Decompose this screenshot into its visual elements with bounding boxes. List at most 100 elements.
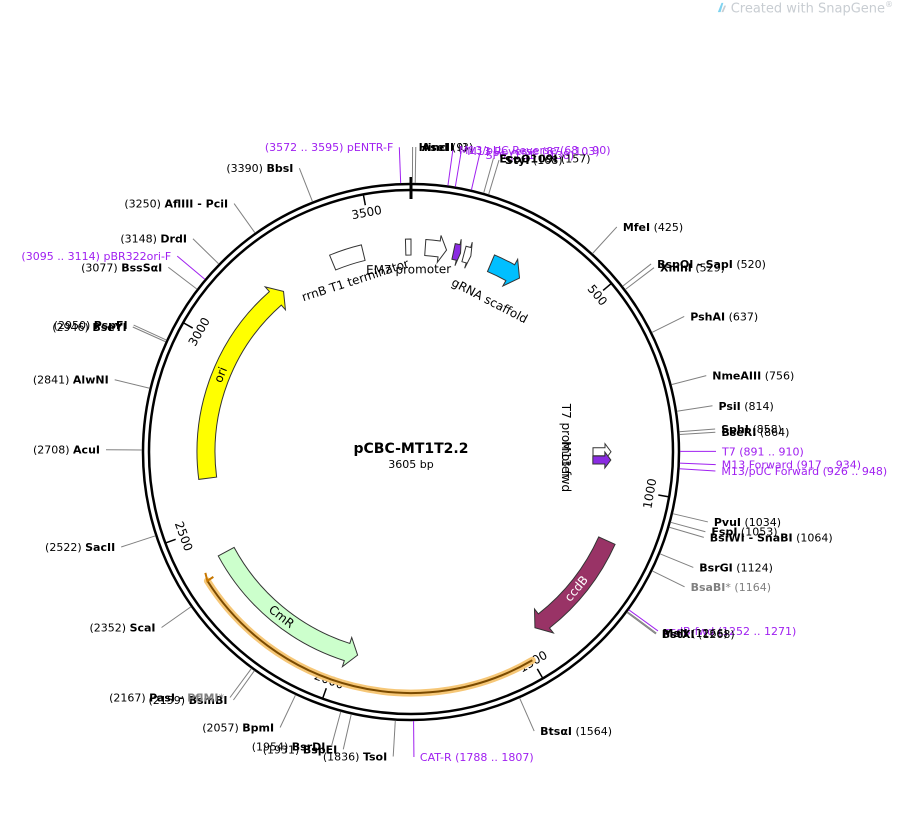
site-label-part: StyI bbox=[505, 154, 529, 167]
site-label-part: SphI bbox=[721, 423, 749, 436]
site-label-part: NmeAIII bbox=[712, 370, 761, 383]
site-label-part: (2946) bbox=[52, 321, 89, 334]
site-label: CAT-R (1788 .. 1807) bbox=[420, 751, 534, 764]
site-label: MslI (1266) bbox=[662, 627, 727, 640]
site-label-part: (2950) bbox=[54, 319, 91, 332]
site-label-part: BbsI bbox=[266, 162, 293, 175]
site-label-part: * bbox=[725, 581, 731, 594]
site-label-part: (1266) bbox=[691, 627, 728, 640]
site-label-part: (168) bbox=[533, 154, 563, 167]
site-leader-line bbox=[670, 521, 706, 533]
site-label-part: (2708) bbox=[33, 444, 70, 457]
site-label-part: BspEI bbox=[303, 743, 337, 756]
scale-tick-label: 1000 bbox=[640, 477, 659, 509]
site-label: PshAI (637) bbox=[690, 310, 758, 323]
watermark-mark: ® bbox=[885, 0, 893, 9]
site-label-part: (1053) bbox=[741, 526, 778, 539]
scale-tick bbox=[182, 321, 194, 329]
site-leader-line bbox=[659, 553, 694, 568]
site-label-part: AflIII bbox=[164, 198, 193, 211]
site-leader-line bbox=[671, 375, 707, 386]
site-label: PsiI (814) bbox=[718, 400, 773, 413]
site-leader-line bbox=[679, 428, 716, 433]
site-label: BstXI (1268) bbox=[662, 628, 735, 641]
site-label-part: PspFI bbox=[94, 319, 128, 332]
site-label-part: SacII bbox=[85, 541, 115, 554]
site-label-part: BstXI bbox=[662, 628, 695, 641]
scale-tick-label: 2500 bbox=[172, 520, 196, 554]
site-leader-line bbox=[628, 609, 659, 632]
site-label-part: (1252 .. 1271) bbox=[718, 625, 797, 638]
site-leader-line bbox=[672, 513, 708, 523]
site-leader-line bbox=[626, 612, 657, 635]
site-label: (1931) BspEI bbox=[263, 743, 338, 756]
site-label-part: ccdB-fwd bbox=[664, 625, 714, 638]
site-leader-line bbox=[132, 326, 166, 343]
sites-layer: HincII (3)AseI (9)M13/pUC Reverse (68 ..… bbox=[21, 141, 887, 764]
site-label: BsiWI - SnaBI (1064) bbox=[710, 531, 833, 544]
site-label: (2057) BpmI bbox=[202, 721, 274, 734]
site-label-part: (2057) bbox=[202, 721, 239, 734]
site-label: BtsαI (1564) bbox=[540, 725, 612, 738]
site-label-part: (3) bbox=[458, 141, 474, 154]
scale-tick bbox=[536, 668, 544, 679]
site-label: (2708) AcuI bbox=[33, 444, 100, 457]
feature-grna-scaffold bbox=[486, 254, 521, 288]
site-label: M13 Reverse (87 .. 103) bbox=[467, 145, 599, 158]
site-label: EcoO109I (157) bbox=[499, 152, 590, 165]
site-label-part: (529) bbox=[695, 262, 725, 275]
site-leader-line bbox=[625, 267, 655, 290]
site-label-part: (1954) bbox=[252, 740, 289, 753]
feature-label-grna-scaffold: gRNA scaffold bbox=[449, 275, 530, 326]
site-leader-line bbox=[298, 167, 314, 202]
site-label: (2946) BseYI bbox=[52, 321, 127, 334]
site-label-part: SapI bbox=[706, 258, 733, 271]
site-label-part: (1034) bbox=[745, 516, 782, 529]
site-label-part: BspQI bbox=[657, 258, 693, 271]
site-label-part: (121 .. 138) bbox=[510, 149, 575, 162]
site-label-part: (3077) bbox=[81, 261, 118, 274]
site-leader-line bbox=[233, 670, 255, 701]
site-label-part: XmnI bbox=[660, 262, 692, 275]
feature-cmr bbox=[217, 546, 359, 668]
site-label-part: SP6 bbox=[486, 149, 507, 162]
site-label-part: DrdI bbox=[160, 233, 187, 246]
site-leader-line bbox=[398, 147, 402, 184]
site-label-part: PciI bbox=[206, 198, 228, 211]
site-leader-line bbox=[192, 238, 220, 265]
site-label-part: AcuI bbox=[73, 444, 100, 457]
feature-white-small bbox=[461, 242, 473, 269]
site-leader-line bbox=[519, 697, 535, 732]
feature-m13-fwd bbox=[592, 450, 612, 470]
site-label: AseI (9) bbox=[422, 141, 468, 154]
site-leader-line bbox=[627, 611, 657, 634]
site-label-part: BpmI bbox=[242, 721, 274, 734]
feature-em7-promoter bbox=[404, 238, 412, 256]
site-label-part: (1124) bbox=[736, 561, 773, 574]
site-leader-line bbox=[114, 379, 150, 389]
plasmid-length: 3605 bp bbox=[388, 458, 433, 471]
site-label-part: M13/pUC Forward bbox=[721, 465, 819, 478]
site-label-part: BtsαI bbox=[540, 725, 572, 738]
site-label-part: PasI bbox=[149, 691, 175, 704]
site-label-part: ScaI bbox=[130, 621, 156, 634]
scale-tick bbox=[658, 494, 670, 498]
scale-tick bbox=[602, 282, 612, 292]
site-label-part: (814) bbox=[744, 400, 774, 413]
site-leader-line bbox=[176, 255, 206, 280]
site-label: (2167) PasI - PflMI* bbox=[109, 691, 224, 704]
site-label: (1954) BsrDI bbox=[252, 740, 326, 753]
site-leader-line bbox=[483, 158, 494, 194]
site-leader-line bbox=[651, 315, 685, 333]
site-label-part: (68 .. 90) bbox=[560, 144, 611, 157]
site-leader-line bbox=[342, 714, 352, 750]
snapgene-logo-icon bbox=[717, 3, 726, 13]
site-label: (3250) AflIII - PciI bbox=[124, 198, 228, 211]
site-label-part: (1836) bbox=[323, 750, 360, 763]
site-label-part: (891 .. 910) bbox=[739, 445, 804, 458]
site-leader-line bbox=[488, 159, 500, 195]
site-label: BsaBI* (1164) bbox=[691, 581, 771, 594]
site-label: (2522) SacII bbox=[45, 541, 115, 554]
site-label: BspQI - SapI (520) bbox=[657, 258, 766, 271]
